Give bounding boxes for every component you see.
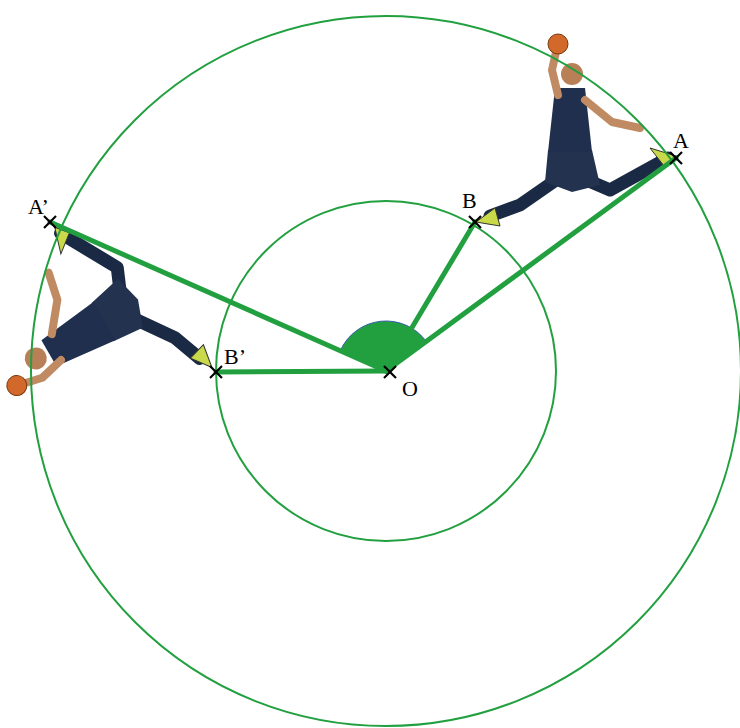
- point-cross: [469, 216, 481, 228]
- point-label: A: [673, 130, 689, 152]
- point-label: B’: [224, 346, 246, 368]
- point-label: A’: [28, 196, 49, 218]
- point-cross: [210, 366, 222, 378]
- point-cross: [670, 152, 682, 164]
- player-figure-rotated: [0, 192, 215, 461]
- point-label: B: [462, 190, 477, 212]
- point-cross: [384, 366, 396, 378]
- radius-segments: [50, 158, 676, 372]
- inner-circle: [216, 201, 556, 541]
- point-marks: [44, 152, 682, 378]
- outer-circle: [31, 16, 740, 726]
- point-label: O: [402, 378, 418, 400]
